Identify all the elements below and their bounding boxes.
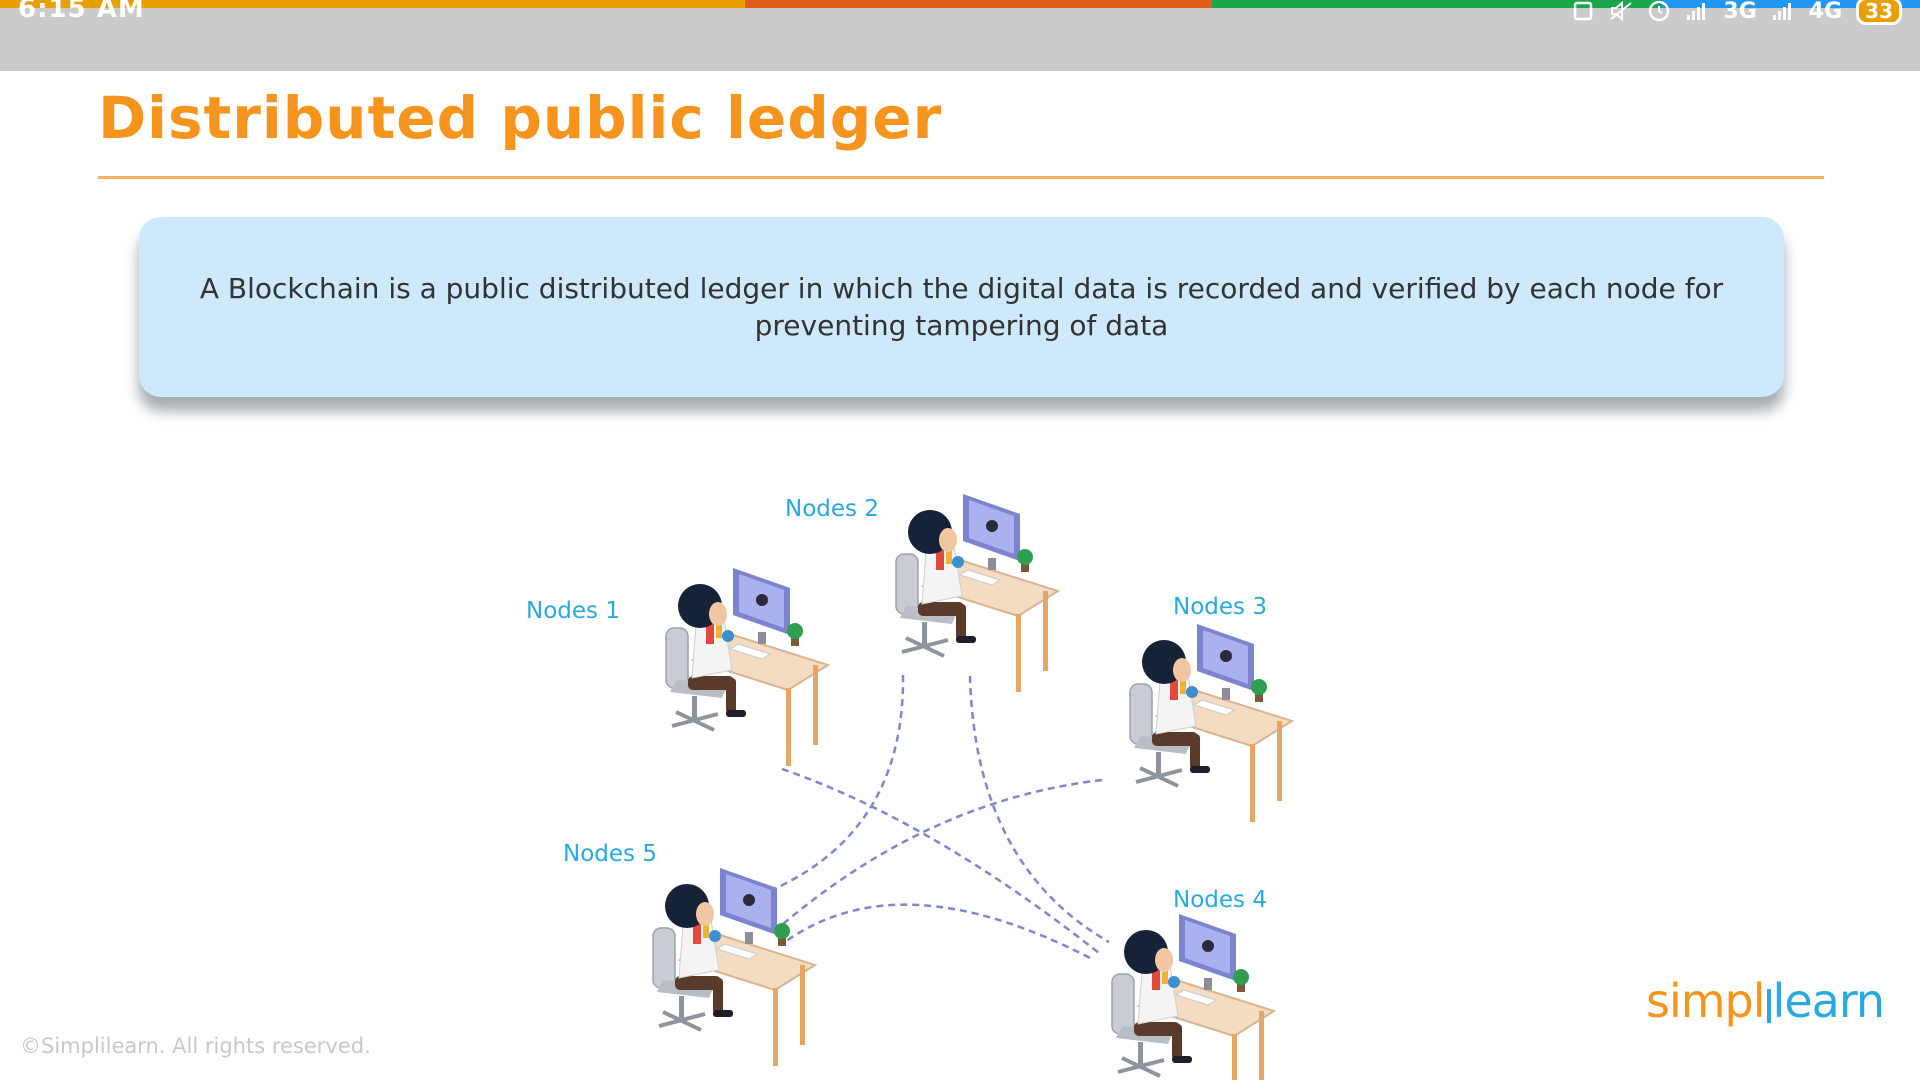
node-label-1: Nodes 1 [526,598,620,624]
network-4g-label: 4G [1808,0,1843,24]
status-icons: 3G 4G 33 [1571,0,1902,25]
definition-box: A Blockchain is a public distributed led… [139,217,1784,397]
link-4-5 [784,903,1091,960]
logo-part-1: simpl [1646,974,1766,1028]
sim-icon [1571,0,1595,22]
link-2-5 [754,674,905,899]
node-3-workstation [1128,622,1294,824]
link-3-5 [782,778,1103,925]
node-2-workstation [894,492,1060,694]
top-color-strip [0,0,1920,8]
node-label-5: Nodes 5 [563,841,657,867]
definition-text: A Blockchain is a public distributed led… [199,272,1724,342]
signal-icon [1685,0,1709,22]
node-label-2: Nodes 2 [785,496,879,522]
network-3g-label: 3G [1723,0,1757,24]
mute-icon [1609,0,1633,22]
link-2-4 [968,675,1110,944]
battery-indicator: 33 [1856,0,1902,25]
logo-part-2: learn [1772,974,1886,1028]
title-divider [98,176,1824,179]
status-time: 6:15 AM [18,0,145,24]
node-1-workstation [664,566,830,768]
link-1-4 [781,767,1100,954]
slide-title: Distributed public ledger [98,84,943,152]
node-4-workstation [1110,912,1276,1080]
signal-icon [1771,0,1795,22]
node-label-4: Nodes 4 [1173,887,1267,913]
connection-lines [754,674,1110,960]
copyright-notice: ©Simplilearn. All rights reserved. [20,1034,371,1058]
status-bar: 6:15 AM 3G 4G 33 [0,0,1920,71]
alarm-icon [1647,0,1671,22]
node-label-3: Nodes 3 [1173,594,1267,620]
node-5-workstation [651,866,817,1068]
